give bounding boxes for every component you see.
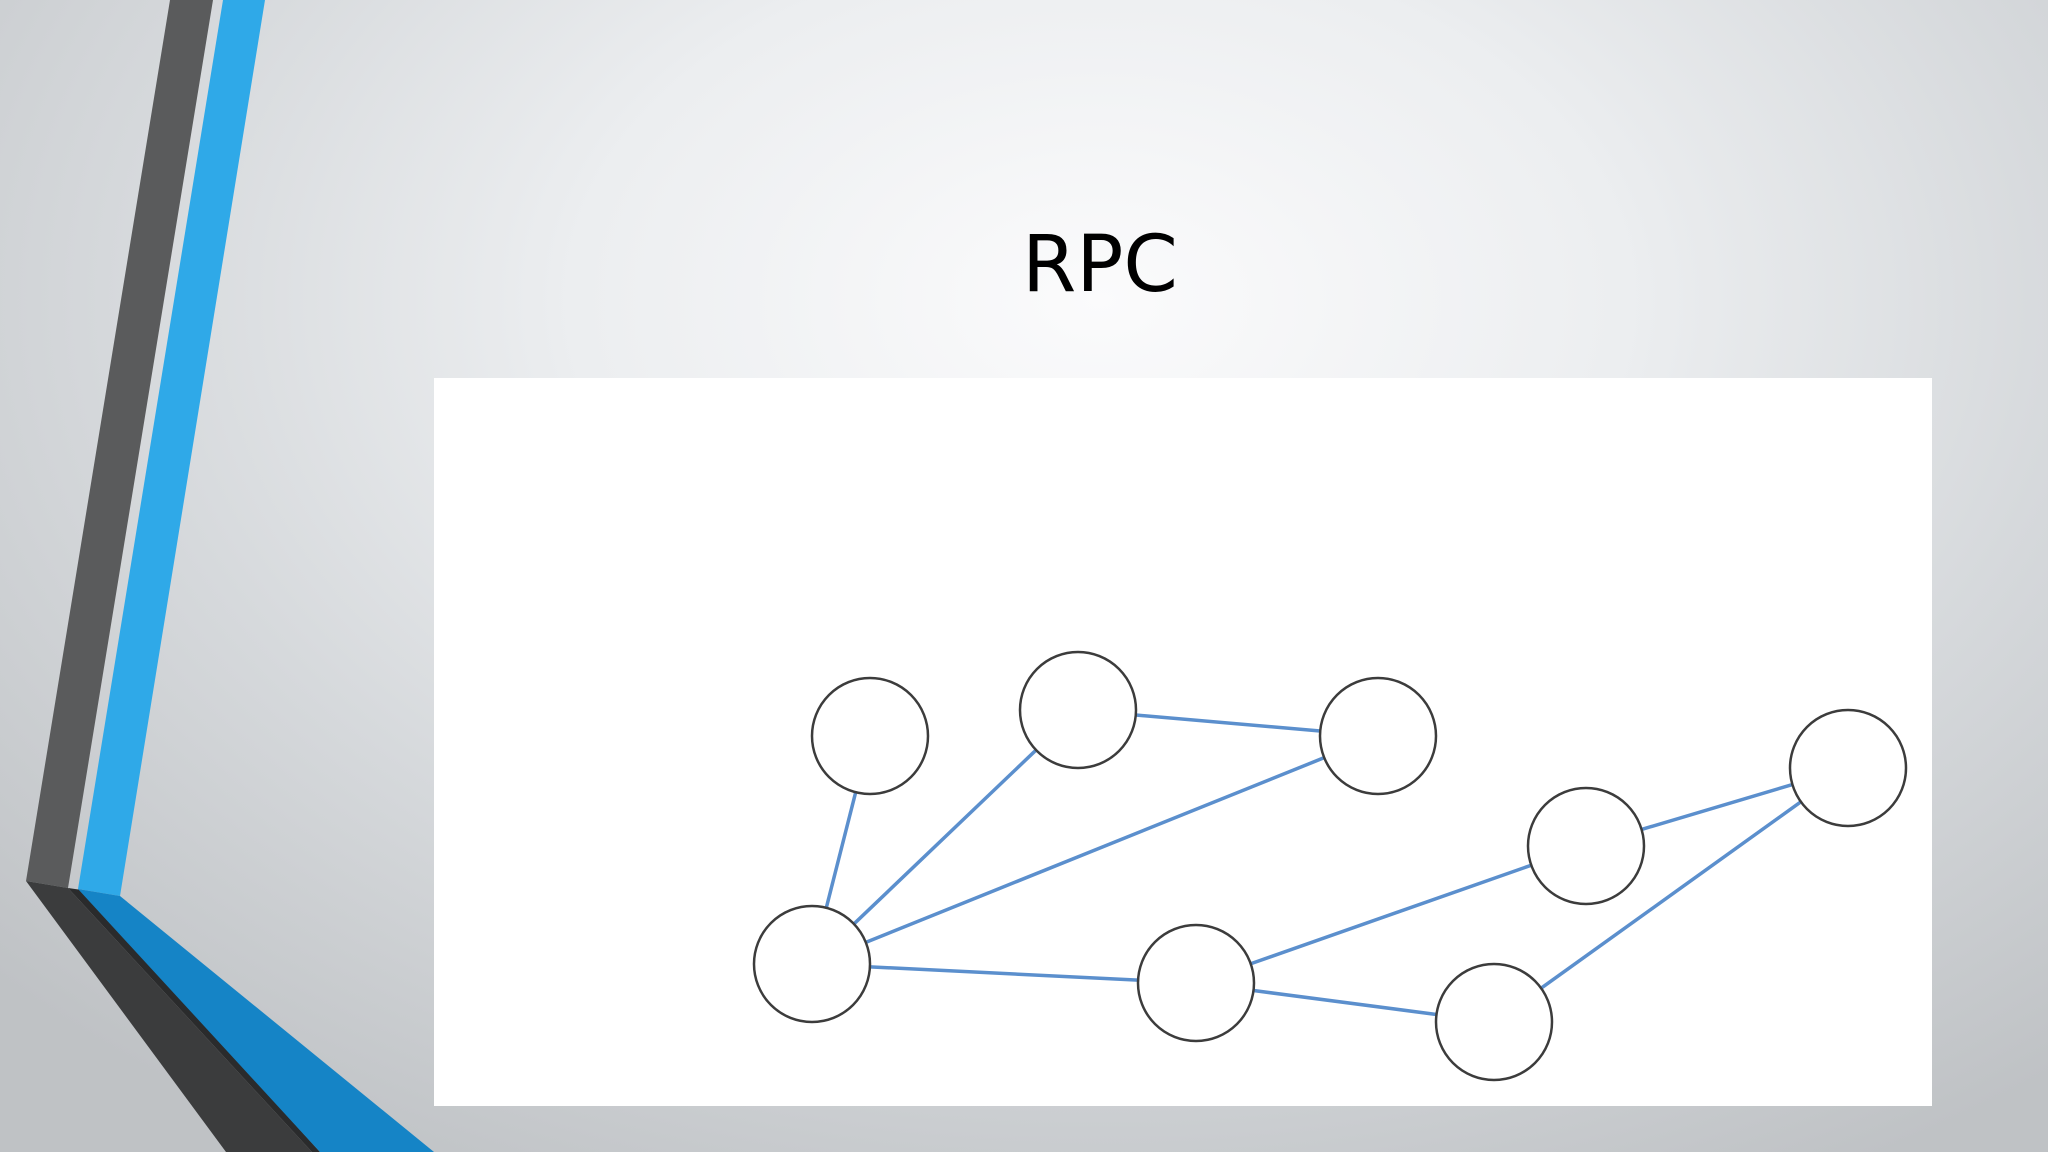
graph-node-n7 [1526,786,1646,906]
graph-node-n3 [1318,676,1438,796]
graph-node-n5 [1136,923,1256,1043]
graph-node-n1 [810,676,930,796]
network-graph [752,650,1908,1082]
graph-node-n6 [1434,962,1554,1082]
graph-edge-n6-n8 [1540,800,1802,990]
graph-node-n2 [1018,650,1138,770]
gray-stripe-upper [26,0,213,888]
graph-edge-n4-n5 [869,965,1139,982]
blue-stripe-lower [78,889,434,1152]
graph-edge-n4-n1 [824,791,858,909]
graph-edge-n4-n3 [865,756,1325,944]
graph-edge-n4-n2 [852,748,1038,926]
graph-edge-n5-n7 [1250,863,1532,966]
graph-node-n4 [752,904,872,1024]
blue-stripe-upper [78,0,265,896]
gray-stripe-lower [26,881,312,1152]
diagram-panel [434,378,1932,1106]
graph-edge-n5-n6 [1253,988,1437,1017]
graph-edge-n2-n3 [1135,713,1321,733]
gray-stripe-shadow [68,888,320,1152]
graph-edge-n7-n8 [1641,782,1793,832]
graph-node-n8 [1788,708,1908,828]
slide-title: RPC [1022,220,1178,310]
